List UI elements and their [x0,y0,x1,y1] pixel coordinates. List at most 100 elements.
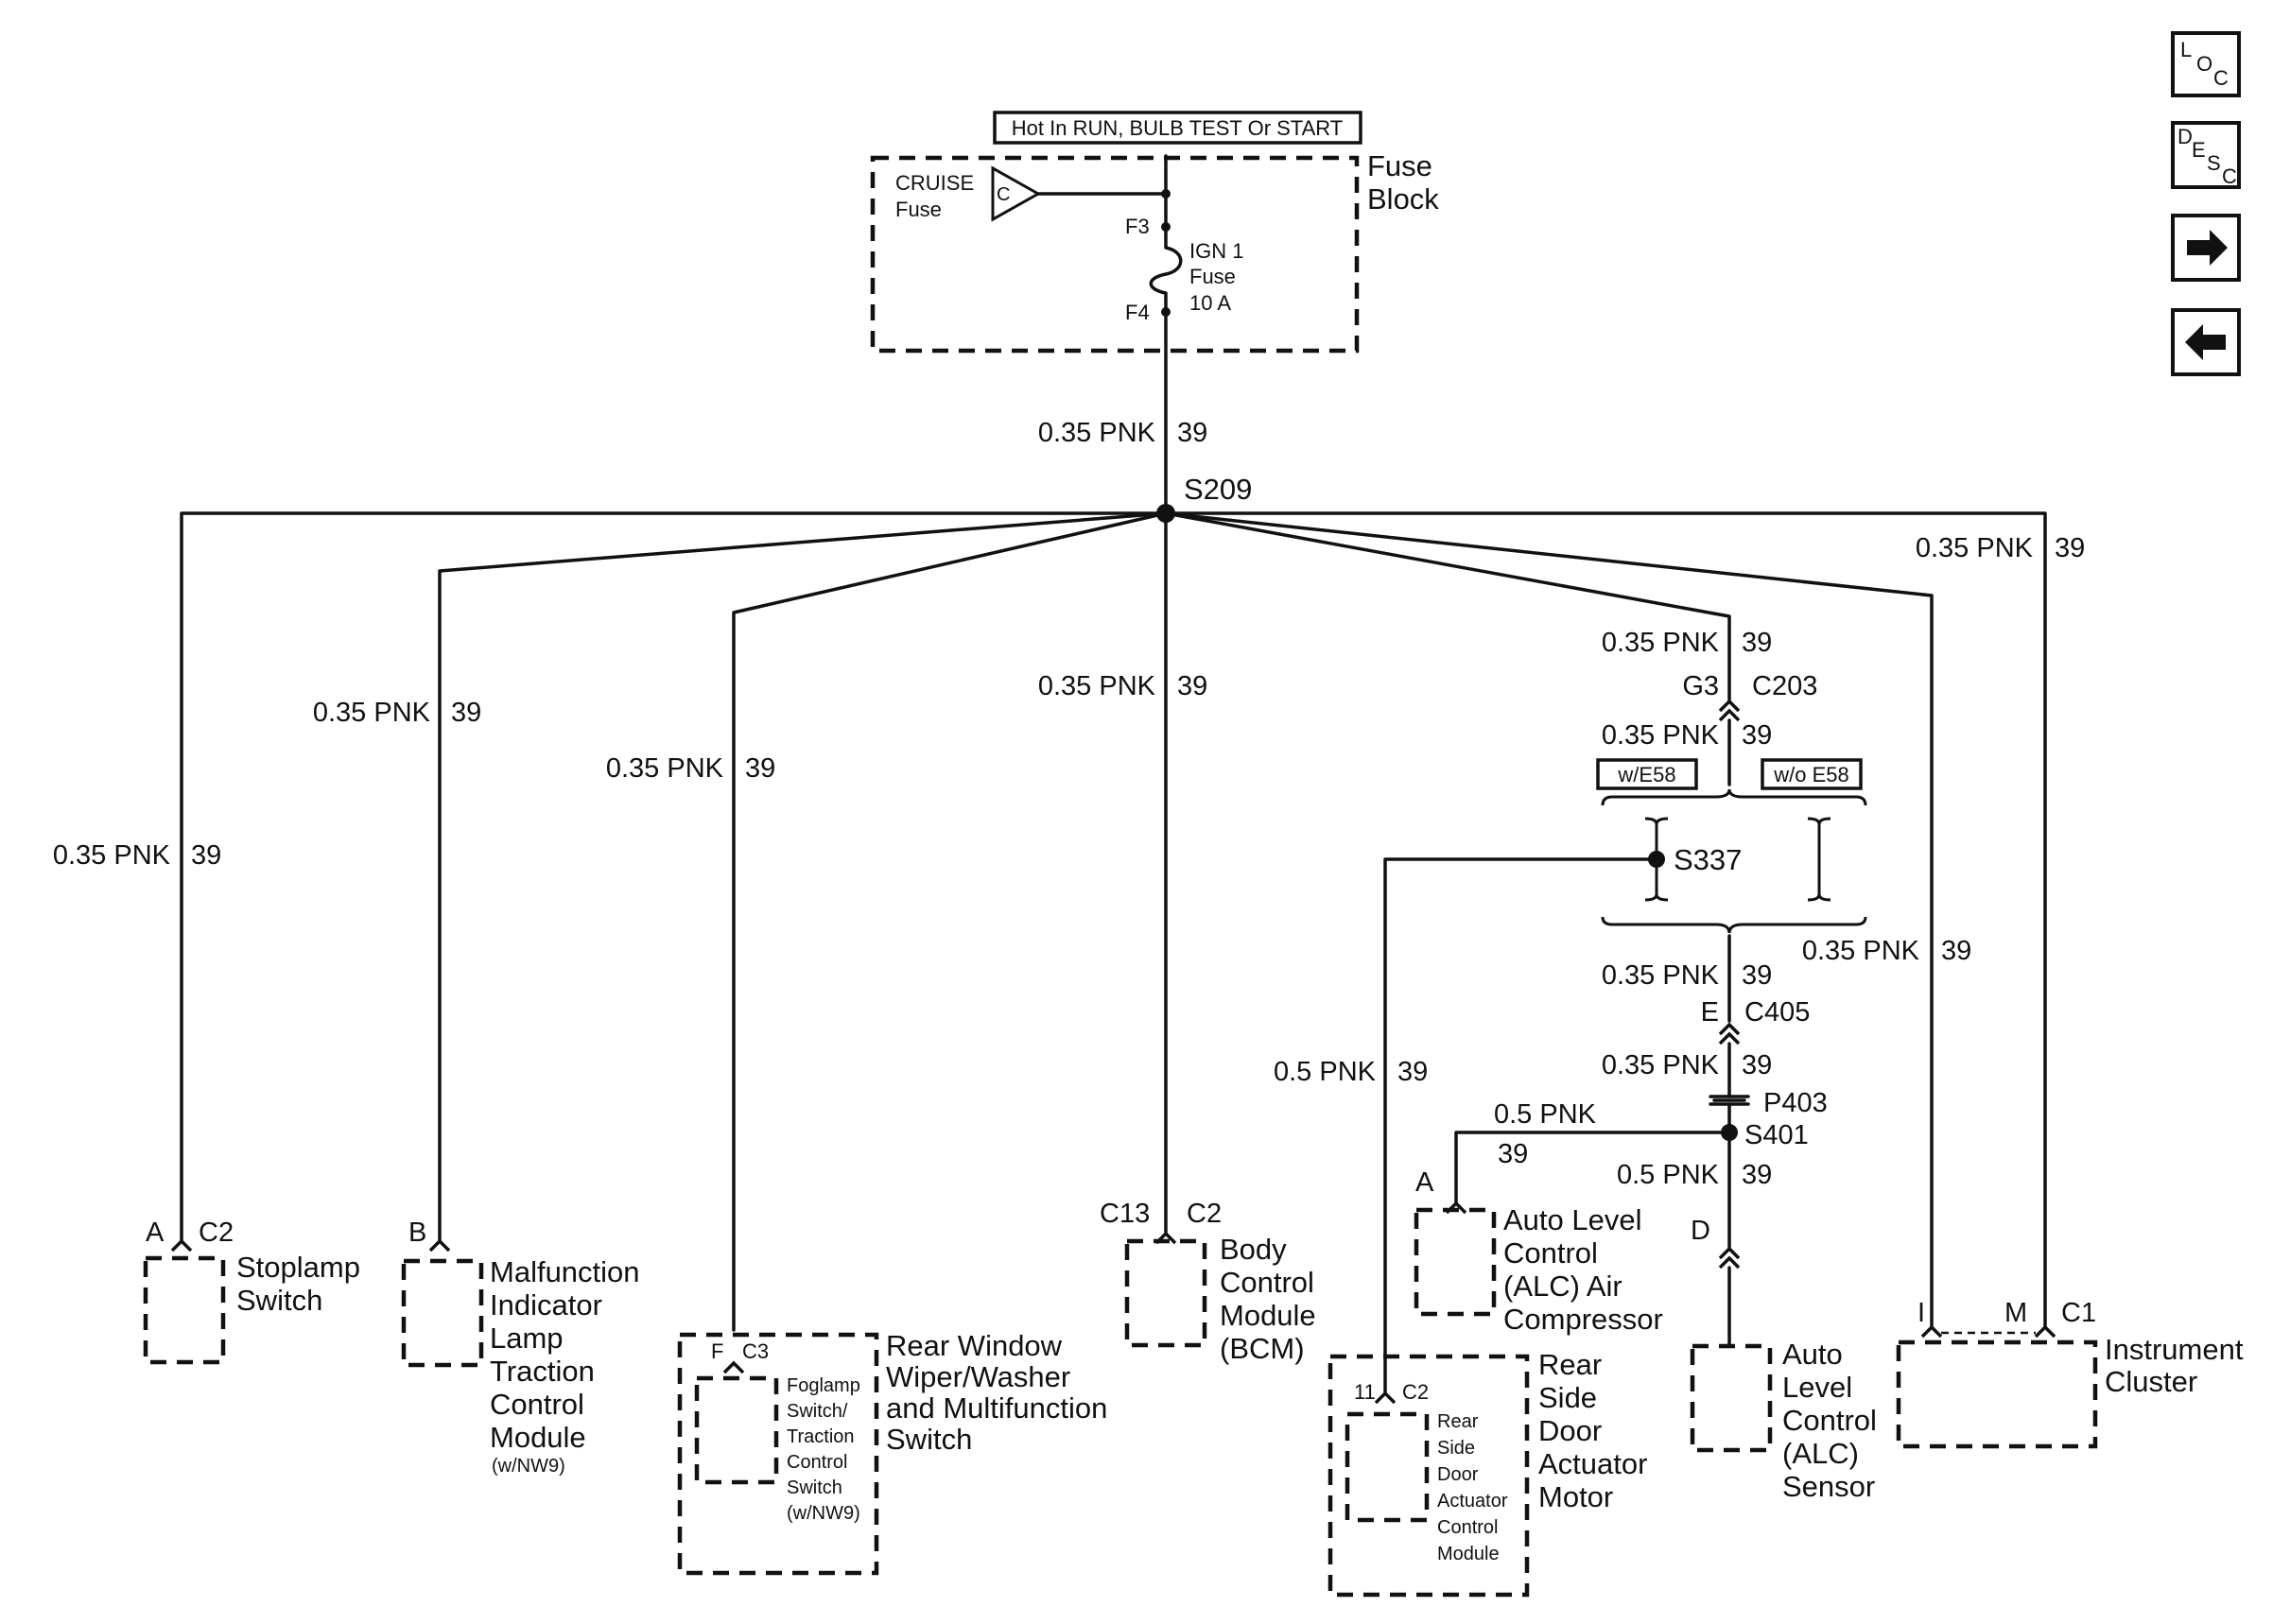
description-button[interactable]: D E S C [2171,121,2241,189]
c405-label: C405 [1744,997,1810,1028]
rear-door-name-3: Door [1538,1414,1602,1447]
bcm-name-2: Control [1220,1266,1314,1299]
wire-label-trunk: 0.35 PNK [1038,418,1156,448]
desc-letter-e: E [2192,138,2206,162]
cluster-pin-m-icon [2034,1324,2056,1339]
loc-letter-c: C [2213,66,2229,90]
wire-label-c203-out: 0.35 PNK [1602,720,1720,751]
bcm-conn-label: C2 [1187,1199,1222,1229]
foglamp-switch-label-3: Traction [787,1426,855,1447]
ign1-fuse-icon [1149,225,1183,314]
circuit-label-p403: 39 [1742,1050,1772,1080]
circuit-label-c405-in: 39 [1742,960,1772,991]
cluster-name-2: Cluster [2105,1365,2197,1398]
circuit-label-c203-out: 39 [1742,720,1772,751]
previous-page-button[interactable] [2171,308,2241,376]
ign1-fuse-label-3: 10 A [1189,291,1231,315]
option-with-e58-box [1596,758,1698,790]
rear-door-name-5: Motor [1538,1480,1613,1513]
splice-s209-label: S209 [1184,473,1252,506]
wire-label-bcm: 0.35 PNK [1038,671,1156,701]
rear-wiper-pin-label: F [711,1339,723,1363]
stoplamp-pin-label: A [146,1218,165,1248]
rear-door-module-label-4: Actuator [1437,1491,1508,1512]
rear-wiper-name-2: Wiper/Washer [886,1360,1070,1393]
alc-comp-name-3: (ALC) Air [1503,1270,1622,1303]
foglamp-switch-label-5: Switch [787,1477,842,1498]
f4-label: F4 [1125,301,1150,324]
cluster-pin-m-label: M [2004,1298,2027,1328]
rear-wiper-name-3: and Multifunction [886,1391,1107,1425]
circuit-label-c203-in: 39 [1742,628,1772,658]
circuit-label-rear-wiper: 39 [745,753,775,784]
next-page-button[interactable] [2171,214,2241,282]
circuit-label-bcm: 39 [1177,671,1207,701]
rear-door-module-label-3: Door [1437,1464,1479,1485]
alc-sensor: Auto Level Control (ALC) Sensor [1690,1338,1877,1503]
cluster-name-1: Instrument [2105,1333,2244,1366]
alc-sensor-name-2: Level [1782,1371,1852,1404]
cruise-fuse-triangle-icon [991,165,1042,222]
body-control-module: C13 C2 Body Control Module (BCM) [1100,1199,1316,1365]
alc-sensor-name-1: Auto [1782,1338,1843,1371]
alc-comp-name-2: Control [1503,1236,1598,1270]
c203-label: C203 [1752,671,1817,701]
connector-c203-icon [1718,699,1741,722]
option-without-e58: w/o E58 [1773,763,1849,786]
ign1-fuse-label-1: IGN 1 [1189,239,1243,263]
mil-name-2: Indicator [490,1288,602,1322]
rear-door-name-2: Side [1538,1381,1597,1414]
alc-sensor-pin-label: D [1691,1216,1710,1246]
cluster-conn-label: C1 [2061,1298,2096,1328]
c405-cavity-label: E [1701,997,1719,1028]
bcm-name-4: (BCM) [1220,1332,1305,1365]
mil-name-7: (w/NW9) [492,1456,565,1477]
mil-pin-icon [428,1238,451,1253]
circuit-label-mil: 39 [451,698,481,728]
arrow-left-icon [2185,324,2226,360]
wire-label-rear-wiper: 0.35 PNK [606,753,724,784]
circuit-label-rear-door: 39 [1397,1057,1428,1087]
foglamp-switch-label-2: Switch/ [787,1401,848,1422]
wire-label-c203-in: 0.35 PNK [1602,628,1720,658]
mil-traction-control-module: B Malfunction Indicator Lamp Traction Co… [401,1218,640,1477]
alc-comp-name-1: Auto Level [1503,1203,1642,1236]
wire-label-p403: 0.35 PNK [1602,1050,1720,1080]
power-condition-header: Hot In RUN, BULB TEST Or START [993,111,1362,145]
bcm-pin-label: C13 [1100,1199,1150,1229]
fuse-block-label-1: Fuse [1367,149,1432,182]
option-bracket-top [1601,788,1867,806]
cluster-pin-i-icon [1920,1324,1943,1339]
rear-door-name-4: Actuator [1538,1447,1647,1480]
branch-wires [180,511,2047,1332]
rear-door-module-label-6: Module [1437,1544,1500,1564]
rear-door-pin-icon [1374,1391,1397,1405]
circuit-label-alc-comp: 39 [1498,1139,1528,1169]
rear-wiper-pin-icon [722,1360,745,1374]
rear-door-module-label-2: Side [1437,1438,1475,1459]
loc-letter-o: O [2196,52,2212,76]
mil-name-6: Module [490,1421,586,1454]
splice-s337-label: S337 [1674,843,1742,876]
location-button[interactable]: L O C [2171,31,2241,97]
cruise-fuse-label-2: Fuse [895,198,942,221]
instrument-cluster: I M C1 Instrument Cluster [1896,1298,2244,1449]
rear-door-pin-label: 11 [1354,1380,1376,1404]
alc-comp-pin-label: A [1415,1167,1434,1198]
mil-pin-label: B [408,1218,426,1248]
mil-name-3: Lamp [490,1322,564,1355]
mil-name-4: Traction [490,1355,595,1388]
alc-sensor-name-5: Sensor [1782,1470,1875,1503]
option-with-e58: w/E58 [1617,763,1675,786]
alc-sensor-name-3: Control [1782,1404,1877,1437]
connector-d-icon [1718,1246,1741,1270]
ign1-fuse-label-2: Fuse [1189,265,1236,288]
cruise-fuse-letter: C [997,184,1010,205]
fuse-block-label-2: Block [1367,182,1439,216]
splice-s401-label: S401 [1744,1120,1809,1150]
foglamp-switch-label-4: Control [787,1452,847,1473]
pass-through-p403-icon [1709,1095,1750,1106]
rear-door-conn-label: C2 [1402,1380,1429,1404]
wire-label-cluster-m: 0.35 PNK [1916,533,2034,563]
